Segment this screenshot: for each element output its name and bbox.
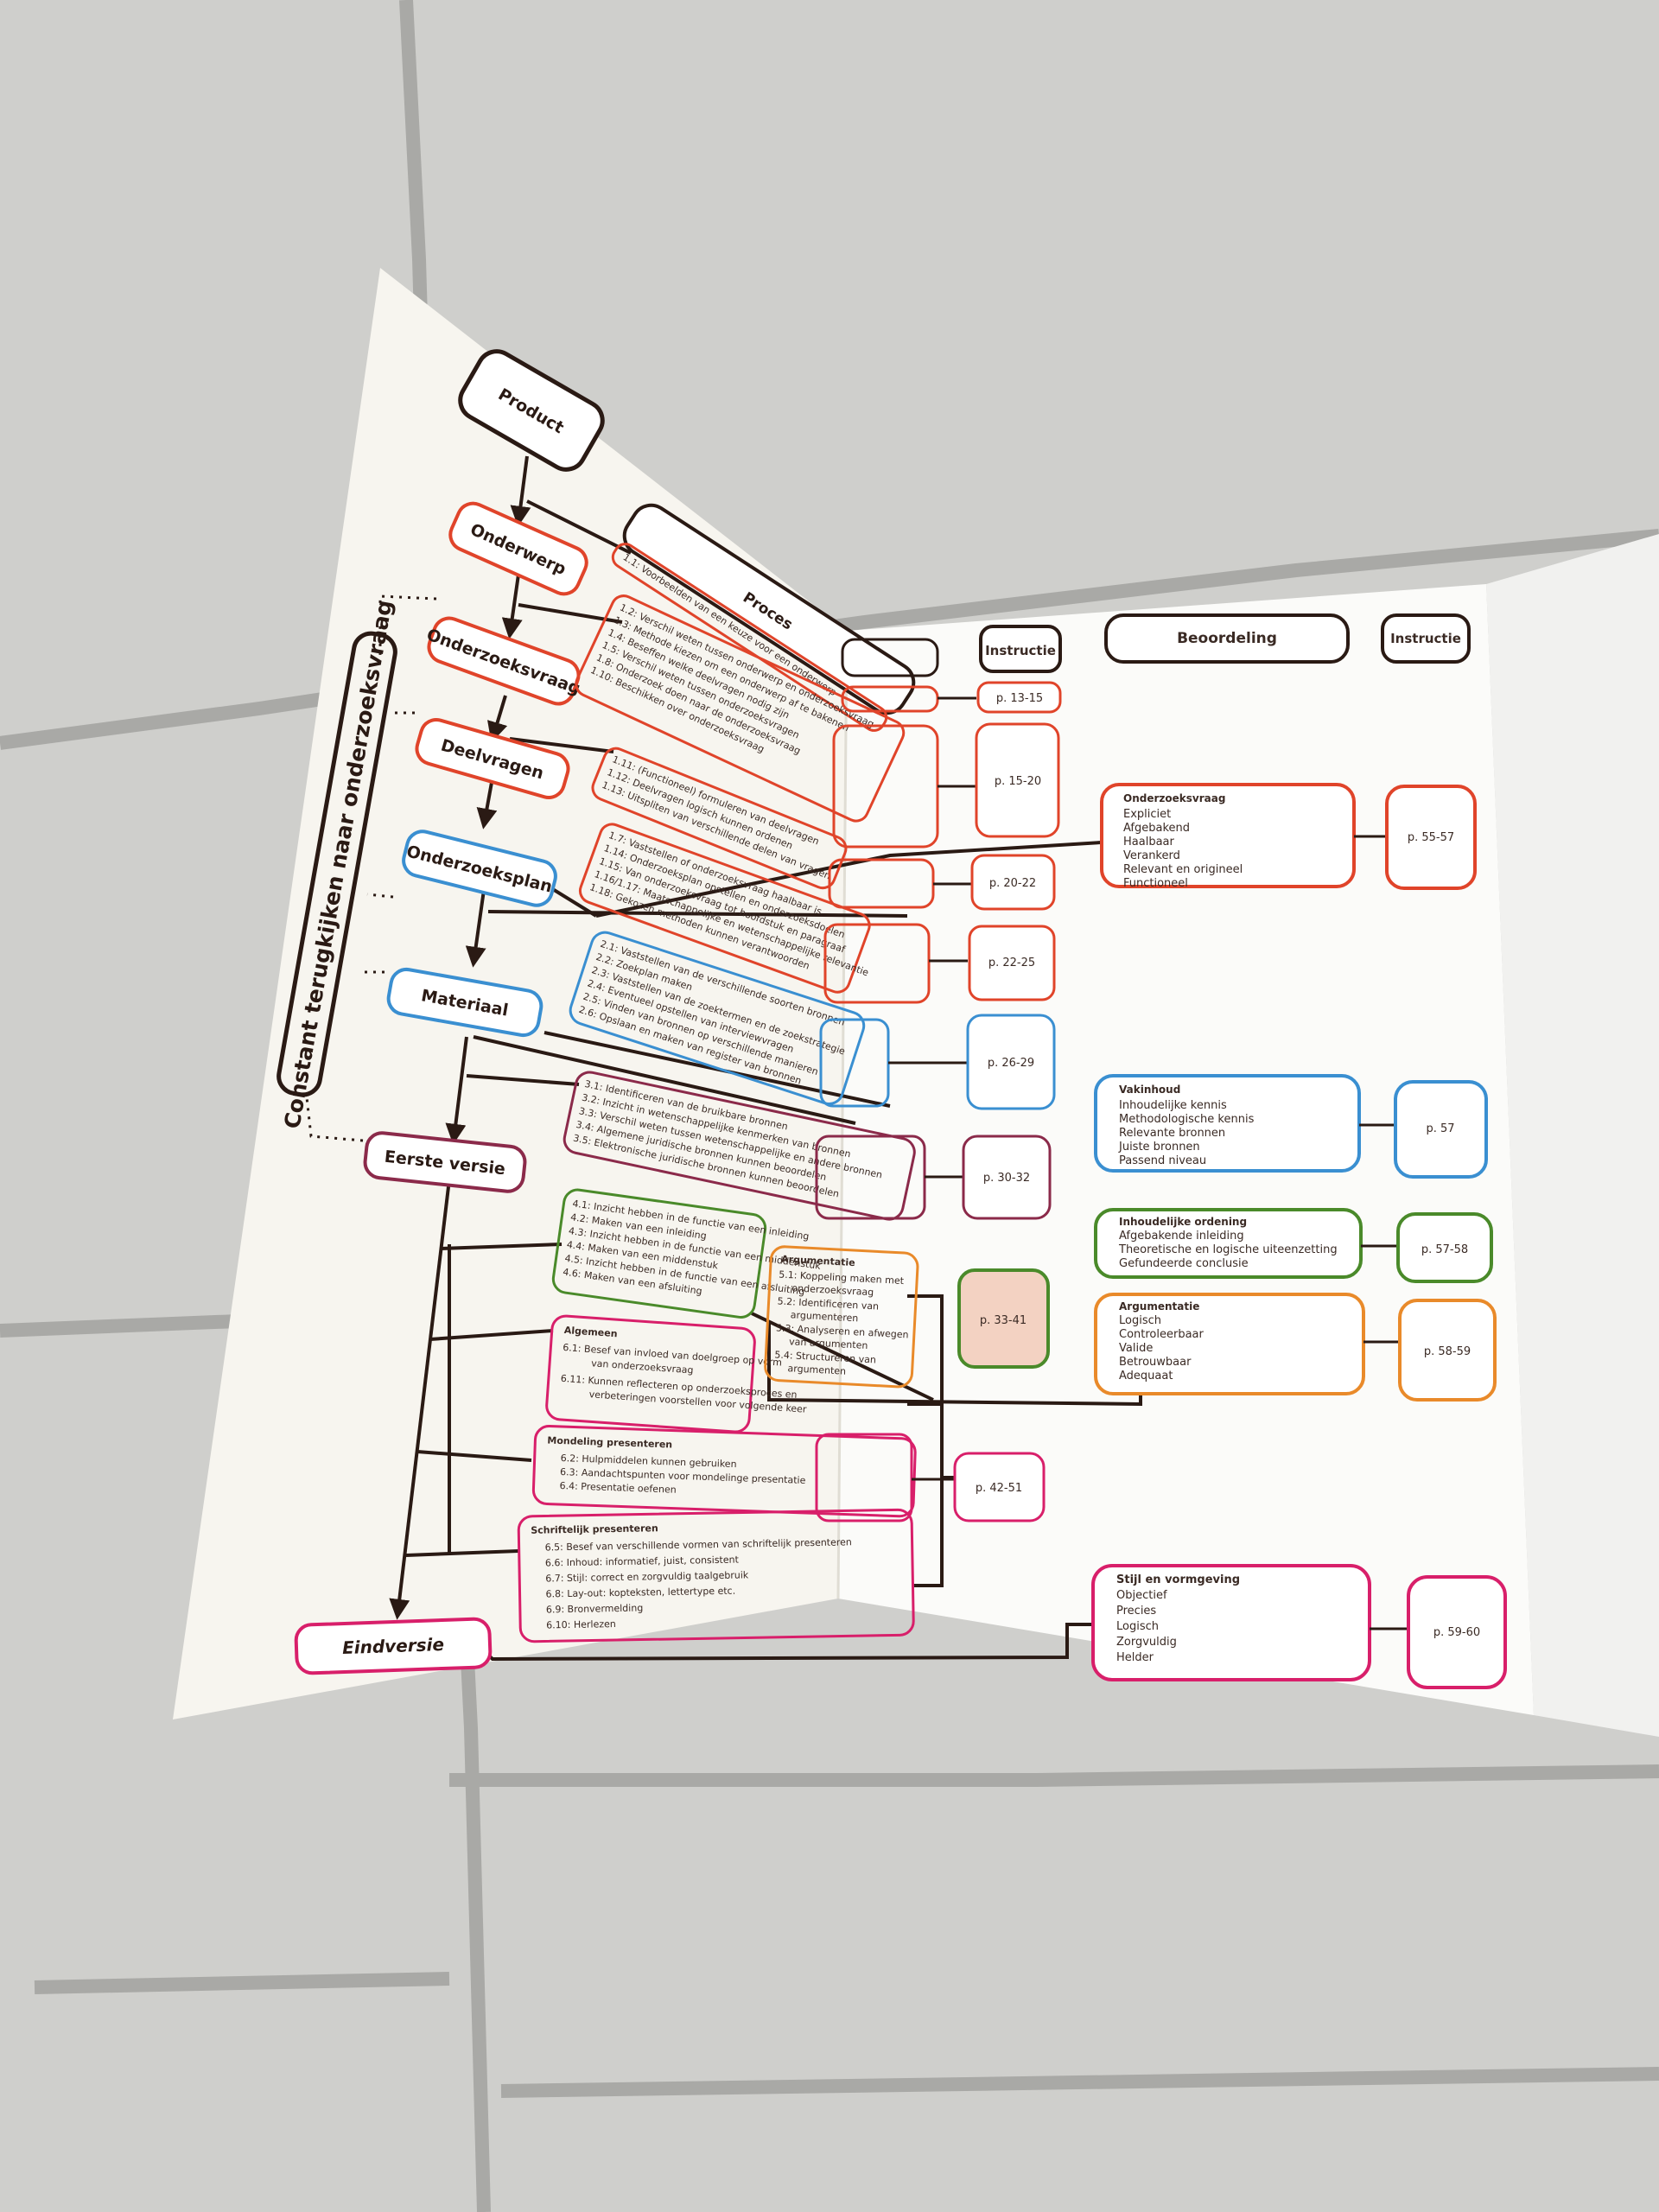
stage-eindversie: Eindversie: [342, 1634, 445, 1658]
card-argumentatie-item: Logisch: [1119, 1314, 1161, 1327]
card-stijl-title: Stijl en vormgeving: [1116, 1573, 1240, 1586]
card-vakinhoud-item: Passend niveau: [1119, 1154, 1206, 1167]
arg-box-l3: 5.2: Identificeren van: [777, 1295, 879, 1312]
arg-box-title: Argumentatie: [781, 1254, 855, 1268]
card-stijl-page: p. 59-60: [1433, 1626, 1480, 1639]
instructie-header-2: Instructie: [1390, 631, 1461, 646]
card-onderzoeksvraag-item: Afgebakend: [1123, 822, 1190, 835]
card-stijl-item: Objectief: [1116, 1589, 1167, 1602]
card-argumentatie-page: p. 58-59: [1424, 1345, 1471, 1358]
card-stijl-item: Helder: [1116, 1651, 1154, 1664]
card-vakinhoud-title: Vakinhoud: [1119, 1084, 1180, 1096]
proces-6-6: 6.6: Inhoud: informatief, juist, consist…: [545, 1554, 740, 1569]
card-vakinhoud-item: Inhoudelijke kennis: [1119, 1099, 1227, 1112]
proces-6-9: 6.9: Bronvermelding: [546, 1602, 644, 1615]
card-argumentatie-item: Adequaat: [1119, 1370, 1173, 1382]
page-ref-6: p. 30-32: [983, 1172, 1030, 1185]
card-stijl-item: Zorgvuldig: [1116, 1636, 1177, 1649]
card-ordening-page: p. 57-58: [1421, 1243, 1468, 1256]
page-ref-3: p. 20-22: [989, 877, 1036, 890]
card-vakinhoud-item: Juiste bronnen: [1118, 1141, 1200, 1154]
instructie-header-1: Instructie: [985, 643, 1056, 658]
page-ref-1: p. 13-15: [996, 692, 1043, 705]
card-ordening-item: Afgebakende inleiding: [1119, 1230, 1244, 1243]
card-argumentatie-item: Controleerbaar: [1119, 1328, 1205, 1341]
card-argumentatie-item: Betrouwbaar: [1119, 1356, 1192, 1369]
schriftelijk-title: Schriftelijk presenteren: [531, 1522, 658, 1536]
proces-6-5: 6.5: Besef van verschillende vormen van …: [545, 1536, 852, 1553]
page-ref-5: p. 26-29: [988, 1057, 1034, 1070]
arg-box-l8: argumenten: [787, 1363, 846, 1377]
proces-6-7: 6.7: Stijl: correct en zorgvuldig taalge…: [545, 1569, 749, 1584]
beoordeling-header: Beoordeling: [1177, 630, 1277, 647]
card-stijl-item: Precies: [1116, 1605, 1156, 1618]
card-argumentatie-item: Valide: [1119, 1342, 1153, 1355]
card-onderzoeksvraag-item: Verankerd: [1123, 849, 1180, 862]
page-ref-2: p. 15-20: [995, 775, 1041, 788]
card-onderzoeksvraag-title: Onderzoeksvraag: [1123, 792, 1225, 804]
card-argumentatie-title: Argumentatie: [1119, 1300, 1199, 1313]
arg-box-l6: van argumenten: [789, 1336, 868, 1351]
card-ordening-item: Gefundeerde conclusie: [1119, 1257, 1249, 1270]
card-onderzoeksvraag-item: Haalbaar: [1123, 836, 1175, 849]
beoordeling-column: Beoordeling Instructie Onderzoeksvraag E…: [1091, 613, 1507, 1689]
arg-box-l7: 5.4: Structureren van: [774, 1349, 876, 1365]
proces-6-4: 6.4: Presentatie oefenen: [559, 1480, 677, 1496]
algemeen-title: Algemeen: [563, 1325, 618, 1339]
card-onderzoeksvraag-page: p. 55-57: [1408, 831, 1454, 844]
card-ordening-item: Theoretische en logische uiteenzetting: [1118, 1243, 1338, 1256]
back-page: [1486, 534, 1659, 1737]
arg-box-l2: onderzoeksvraag: [791, 1282, 874, 1298]
card-onderzoeksvraag-item: Relevant en origineel: [1123, 863, 1243, 876]
proces-6-10: 6.10: Herlezen: [546, 1618, 616, 1630]
card-stijl-item: Logisch: [1116, 1620, 1159, 1633]
card-vakinhoud-page: p. 57: [1426, 1122, 1454, 1135]
card-onderzoeksvraag-item: Expliciet: [1123, 808, 1171, 821]
mondeling-title: Mondeling presenteren: [547, 1434, 672, 1450]
arg-box-l4: argumenteren: [791, 1309, 859, 1324]
page-ref-4: p. 22-25: [988, 957, 1035, 969]
card-vakinhoud-item: Methodologische kennis: [1119, 1113, 1255, 1126]
card-ordening-title: Inhoudelijke ordening: [1119, 1216, 1247, 1228]
card-onderzoeksvraag-item: Functioneel: [1123, 877, 1188, 890]
page-ref-7: p. 33-41: [980, 1314, 1027, 1327]
card-vakinhoud-item: Relevante bronnen: [1119, 1127, 1225, 1140]
page-ref-8: p. 42-51: [976, 1482, 1022, 1495]
proces-6-8: 6.8: Lay-out: kopteksten, lettertype etc…: [545, 1586, 735, 1600]
